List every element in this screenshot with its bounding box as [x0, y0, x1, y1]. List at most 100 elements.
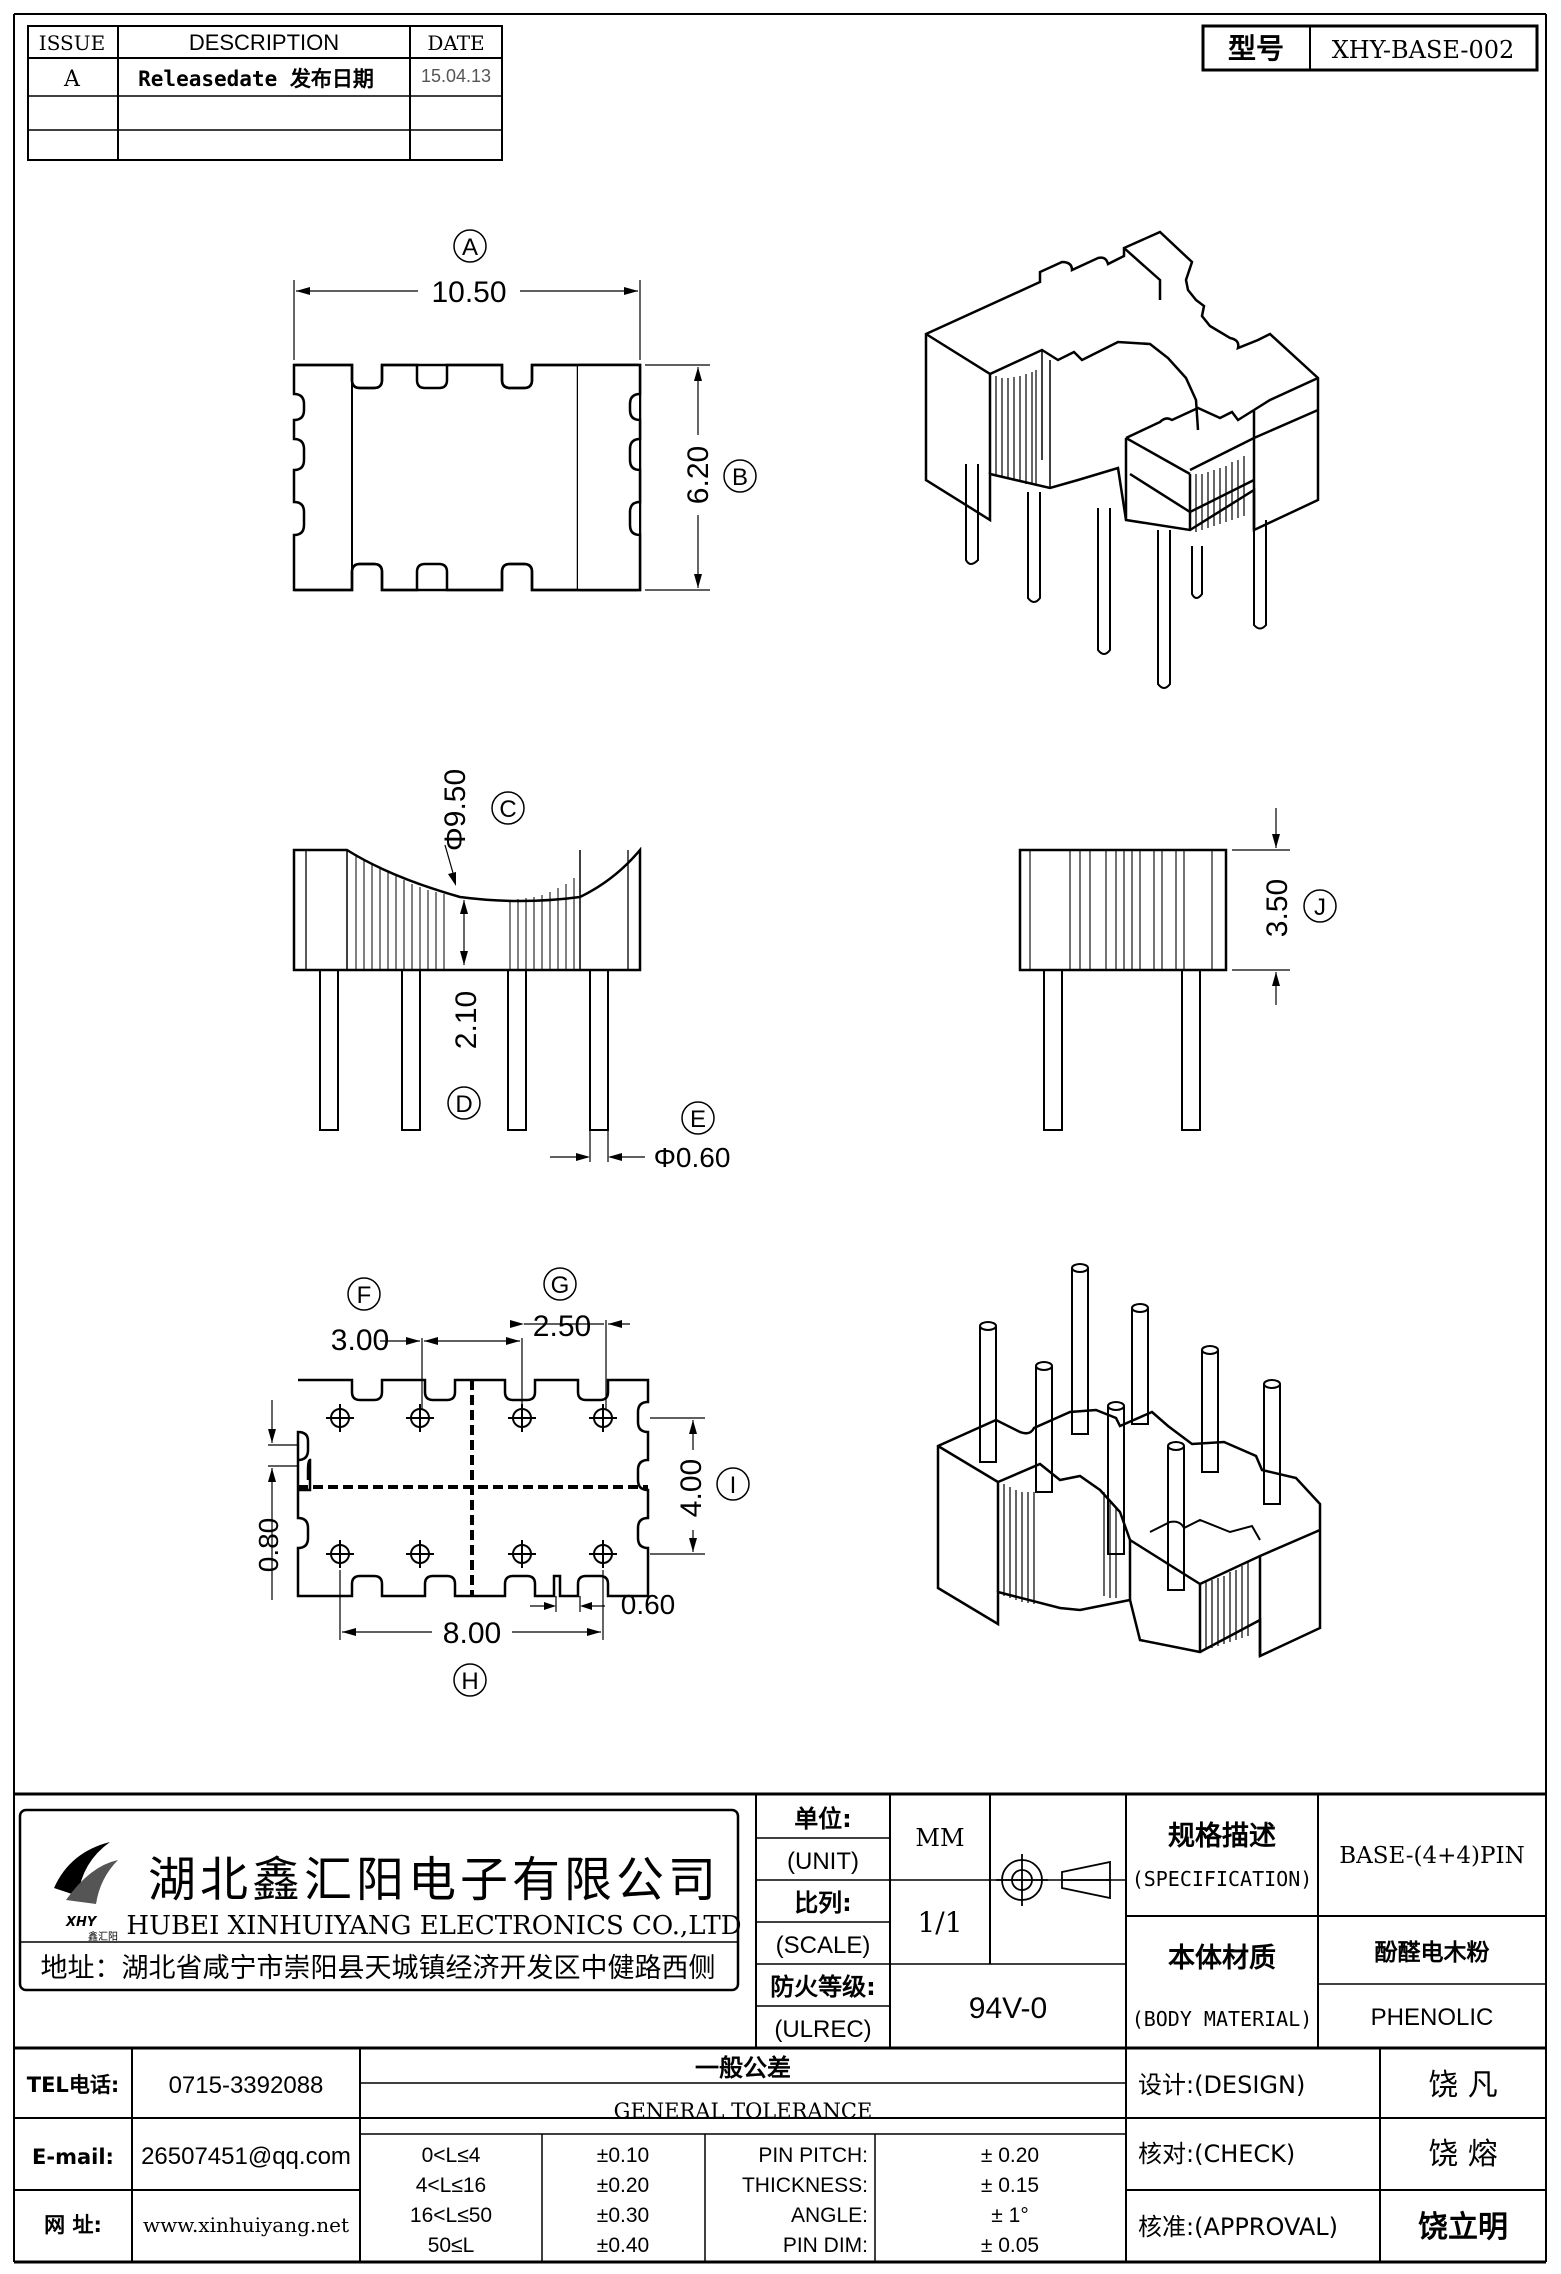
- dim-d-tag-label: D: [455, 1091, 472, 1118]
- tol-item-1: PIN PITCH:: [758, 2144, 868, 2167]
- side-pin-1: [1043, 969, 1063, 1131]
- dim-i-tag: [716, 1467, 750, 1501]
- company-address: 地址：湖北省咸宁市崇阳县天城镇经济开发区中健路西侧: [41, 1953, 716, 1984]
- dim-h-tag-label: H: [461, 1668, 478, 1695]
- dim-f-tag-label: F: [357, 1282, 372, 1309]
- dim-h-value: 8.00: [443, 1617, 501, 1650]
- tol-value-3: ±0.30: [597, 2204, 649, 2227]
- dim-slot-width: 0.80: [253, 1518, 284, 1573]
- dim-i-tag-label: I: [730, 1472, 737, 1499]
- design-label: 设计:(DESIGN): [1138, 2071, 1305, 2099]
- dim-e-tag-label: E: [690, 1106, 706, 1133]
- side-view: 3.50 J: [1018, 808, 1337, 1131]
- logo-subtext: 鑫汇阳: [88, 1930, 118, 1943]
- dim-g-value: 2.50: [533, 1310, 591, 1343]
- check-name: 饶 熔: [1428, 2137, 1498, 2172]
- revision-table: ISSUE DESCRIPTION DATE A Releasedate 发布日…: [27, 25, 503, 161]
- tol-item-3: ANGLE:: [791, 2204, 868, 2227]
- ul-label: 防火等级:: [770, 1973, 876, 2001]
- model-box: 型号 XHY-BASE-002: [1201, 24, 1539, 72]
- dim-d-value: 2.10: [450, 991, 483, 1049]
- tol-item-2: THICKNESS:: [742, 2174, 868, 2197]
- model-value: XHY-BASE-002: [1332, 36, 1515, 64]
- projection-symbol: [996, 1854, 1111, 1906]
- tol-item-value-3: ± 1°: [991, 2204, 1028, 2227]
- tol-range-1: 0<L≤4: [422, 2144, 481, 2167]
- unit-label-en: (UNIT): [787, 1848, 859, 1875]
- iso2-pins: [979, 1263, 1281, 1591]
- dim-c-value: Φ9.50: [439, 769, 472, 851]
- tol-value-4: ±0.40: [597, 2234, 649, 2257]
- front-pin-3: [507, 969, 527, 1131]
- tol-range-4: 50≤L: [428, 2234, 475, 2257]
- top-view-body-left: [292, 363, 580, 592]
- tol-item-value-1: ± 0.20: [981, 2144, 1039, 2167]
- dim-e-tag: [681, 1101, 715, 1135]
- bottom-view: 0.80 3.00 F 2.50 G 4.00 I: [253, 1267, 750, 1697]
- dim-a-value: 10.50: [431, 276, 506, 309]
- spec-label-en: (SPECIFICATION): [1132, 1867, 1313, 1891]
- dim-a-tag: [453, 229, 487, 263]
- bottom-view-pin-holes: [326, 1404, 617, 1568]
- scale-label: 比列:: [794, 1889, 852, 1917]
- unit-label: 单位:: [794, 1805, 852, 1833]
- dim-c-tag-label: C: [499, 796, 516, 823]
- revision-description-a: Releasedate 发布日期: [138, 67, 374, 91]
- scale-label-en: (SCALE): [776, 1932, 871, 1959]
- check-label: 核对:(CHECK): [1138, 2140, 1295, 2168]
- approval-name: 饶立明: [1418, 2210, 1508, 2245]
- bottom-strip: TEL电话: 0715-3392088 E-mail: 26507451@qq.…: [14, 2048, 1546, 2262]
- company-name-en: HUBEI XINHUIYANG ELECTRONICS CO.,LTD: [126, 1911, 741, 1941]
- material-value-en: PHENOLIC: [1371, 2004, 1494, 2031]
- company-box: [18, 1808, 740, 1992]
- web-value: www.xinhuiyang.net: [143, 2213, 349, 2237]
- email-value: 26507451@qq.com: [141, 2143, 351, 2170]
- spec-value: BASE-(4+4)PIN: [1339, 1843, 1524, 1869]
- dim-j-value: 3.50: [1261, 879, 1294, 937]
- dim-h-tag: [453, 1663, 487, 1697]
- unit-value: MM: [915, 1824, 964, 1852]
- dim-e-value: Φ0.60: [654, 1142, 731, 1173]
- dim-b-tag: [723, 459, 757, 493]
- iso1-outline: [924, 230, 1320, 532]
- isometric-view-bottom: [936, 1263, 1322, 1658]
- tol-value-1: ±0.10: [597, 2144, 649, 2167]
- tel-value: 0715-3392088: [169, 2072, 324, 2099]
- revision-date-a: 15.04.13: [421, 66, 491, 86]
- front-view: Φ9.50 C 2.10 D Φ0.60 E: [292, 769, 731, 1173]
- dim-a-tag-label: A: [462, 234, 478, 261]
- approval-label: 核准:(APPROVAL): [1138, 2213, 1338, 2241]
- company-name-cn: 湖北鑫汇阳电子有限公司: [148, 1854, 720, 1907]
- material-value-cn: 酚醛电木粉: [1375, 1940, 1490, 1966]
- top-view: 10.50 A 6.20 B: [292, 229, 757, 592]
- top-view-bottom-edge: [294, 562, 578, 592]
- dim-f-value: 3.00: [331, 1324, 389, 1357]
- front-pin-2: [401, 969, 421, 1131]
- revision-header-issue: ISSUE: [39, 31, 105, 55]
- dim-b-value: 6.20: [682, 446, 715, 504]
- dim-g-tag: [543, 1267, 577, 1301]
- revision-issue-a: A: [63, 67, 81, 92]
- front-view-body: [292, 846, 642, 972]
- top-view-right-end: [578, 363, 642, 592]
- material-label: 本体材质: [1168, 1943, 1276, 1974]
- tolerance-title-cn: 一般公差: [695, 2054, 791, 2082]
- dim-g-tag-label: G: [551, 1272, 570, 1299]
- material-label-en: (BODY MATERIAL): [1132, 2007, 1313, 2031]
- email-label: E-mail:: [32, 2145, 114, 2169]
- side-view-body: [1018, 848, 1228, 972]
- spec-label: 规格描述: [1168, 1821, 1276, 1852]
- design-name: 饶 凡: [1428, 2068, 1498, 2103]
- tol-value-2: ±0.20: [597, 2174, 649, 2197]
- revision-header-date: DATE: [427, 31, 484, 55]
- dim-b-tag-label: B: [732, 464, 748, 491]
- dim-c-tag: [491, 791, 525, 825]
- scale-value: 1/1: [917, 1906, 962, 1939]
- ul-value: 94V-0: [969, 1992, 1047, 2025]
- revision-header-description: DESCRIPTION: [189, 30, 339, 55]
- isometric-view-top: [924, 230, 1320, 689]
- title-block: XHY 鑫汇阳 湖北鑫汇阳电子有限公司 HUBEI XINHUIYANG ELE…: [14, 1792, 1546, 2264]
- dim-j-tag-label: J: [1314, 894, 1326, 921]
- dim-i-value: 4.00: [675, 1459, 708, 1517]
